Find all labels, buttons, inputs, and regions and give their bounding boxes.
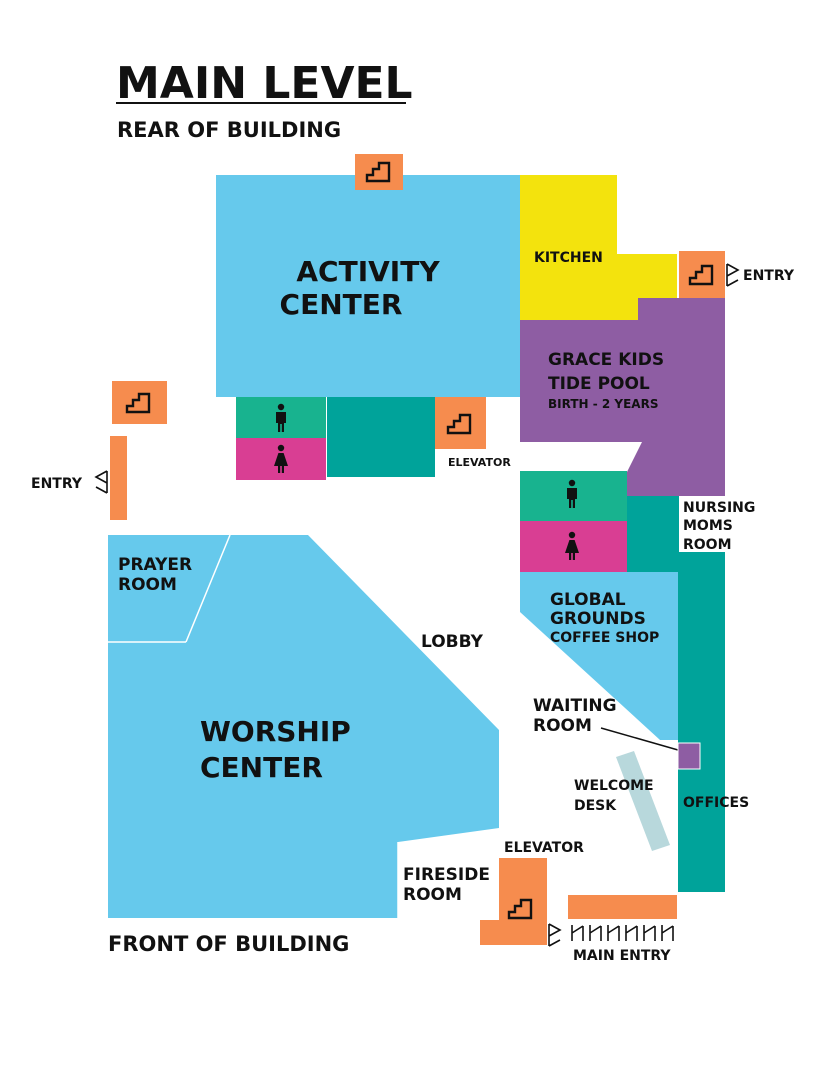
desk-label: DESK <box>574 798 617 814</box>
elevator-lower[interactable] <box>480 858 547 945</box>
activity-center-room[interactable] <box>216 175 520 397</box>
prayer-label: PRAYER <box>118 555 192 575</box>
room-label: ROOM <box>683 537 732 553</box>
door-icon <box>548 923 562 947</box>
grounds-label: GROUNDS <box>550 609 646 629</box>
stairs-top[interactable] <box>355 154 403 190</box>
kitchen-room[interactable] <box>520 175 677 320</box>
stairs-left[interactable] <box>112 381 167 424</box>
waiting-room-pointer <box>600 727 679 751</box>
offices-label: OFFICES <box>683 795 749 811</box>
entry-right-label: ENTRY <box>743 268 795 284</box>
activity-center-label: ACTIVITY <box>296 255 440 288</box>
welcome-label: WELCOME <box>574 778 654 794</box>
door-icon <box>726 263 740 287</box>
kitchen-label: KITCHEN <box>534 250 603 266</box>
fireside-room-label: ROOM <box>403 885 462 905</box>
stairs-right-entry[interactable] <box>679 251 725 299</box>
waiting-room-label: ROOM <box>533 716 592 736</box>
front-of-building-label: FRONT OF BUILDING <box>108 932 349 956</box>
elevator-upper[interactable] <box>435 397 486 449</box>
worship-center-label: CENTER <box>200 751 323 784</box>
global-grounds-room[interactable] <box>520 572 678 740</box>
offices-room[interactable] <box>678 552 725 892</box>
welcome-desk[interactable] <box>616 751 670 851</box>
worship-label: WORSHIP <box>200 715 351 748</box>
main-entry-doors[interactable] <box>571 925 674 941</box>
activity-center-label-2: CENTER <box>280 288 403 321</box>
moms-label: MOMS <box>683 518 733 534</box>
storage-teal-upper <box>327 397 435 477</box>
worship-center-room[interactable] <box>108 535 499 918</box>
entry-left-label: ENTRY <box>31 476 83 492</box>
lobby-label: LOBBY <box>421 632 484 652</box>
grace-kids-room[interactable] <box>520 298 725 496</box>
prayer-room-divider <box>185 534 231 643</box>
birth-age-label: BIRTH - 2 YEARS <box>548 397 658 411</box>
coffee-shop-label: COFFEE SHOP <box>550 630 659 646</box>
elevator-lower-label: ELEVATOR <box>504 840 584 856</box>
nursing-moms-room[interactable] <box>627 496 679 572</box>
main-entry-label: MAIN ENTRY <box>573 948 671 964</box>
rear-of-building-label: REAR OF BUILDING <box>117 118 341 142</box>
fireside-label: FIRESIDE <box>403 865 490 885</box>
waiting-label: WAITING <box>533 696 617 716</box>
grace-kids-label: GRACE KIDS <box>548 350 664 370</box>
left-entry-bar <box>110 436 127 520</box>
prayer-room-label: ROOM <box>118 575 177 595</box>
title-underline <box>116 102 406 104</box>
waiting-room-marker[interactable] <box>677 742 701 770</box>
tide-pool-label: TIDE POOL <box>548 374 650 394</box>
global-label: GLOBAL <box>550 590 626 610</box>
map-title: MAIN LEVEL <box>116 58 413 109</box>
elevator-upper-label: ELEVATOR <box>448 456 511 469</box>
main-entry-bar <box>568 895 677 919</box>
door-icon <box>94 470 108 494</box>
nursing-label: NURSING <box>683 500 755 516</box>
